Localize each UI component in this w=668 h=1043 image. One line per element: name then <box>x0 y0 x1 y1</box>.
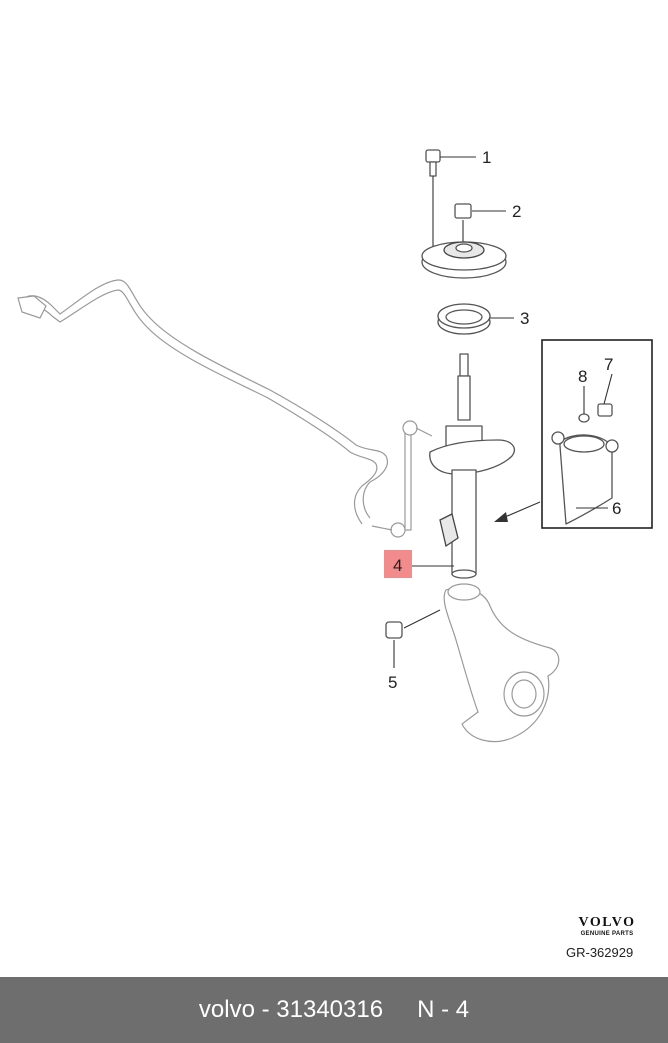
brand-logo-text: VOLVO <box>578 915 636 930</box>
footer-position: N - 4 <box>417 996 470 1023</box>
part-4-shock-absorber <box>429 353 515 579</box>
part-5-bolt <box>385 609 441 639</box>
strut-top-mount <box>421 241 507 279</box>
part-3-bearing-ring <box>437 303 491 335</box>
footer-part-info: volvo - 31340316 <box>198 996 384 1023</box>
callout-4: 4 <box>393 556 402 575</box>
part-1-bolt <box>425 149 441 252</box>
stabilizer-bar <box>17 279 388 525</box>
footer-bar: volvo - 31340316 N - 4 <box>0 977 668 1043</box>
inset-pointer-arrow <box>494 501 541 522</box>
part-2-nut <box>454 203 472 246</box>
callout-6: 6 <box>612 499 621 518</box>
callout-1: 1 <box>482 148 491 167</box>
detail-inset <box>541 339 653 529</box>
callout-3: 3 <box>520 309 529 328</box>
callout-2: 2 <box>512 202 521 221</box>
callout-4-highlight <box>384 550 412 578</box>
callout-8: 8 <box>578 367 587 386</box>
steering-knuckle <box>443 583 560 743</box>
stabilizer-link <box>371 420 433 538</box>
callout-5: 5 <box>388 673 397 692</box>
reference-code: GR-362929 <box>566 945 634 960</box>
callout-leaders <box>393 156 514 668</box>
volvo-genuine-parts-logo: VOLVO GENUINE PARTS <box>560 916 654 938</box>
brand-subtitle: GENUINE PARTS <box>580 931 634 937</box>
exploded-parts-diagram: 1 2 3 4 5 6 7 8 <box>17 148 653 743</box>
callout-7: 7 <box>604 355 613 374</box>
